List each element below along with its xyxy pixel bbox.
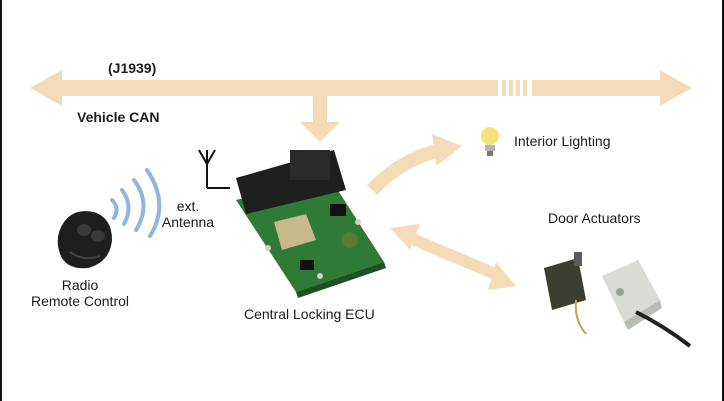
actuator-arrowhead-right [488, 262, 516, 290]
ecu-label: Central Locking ECU [244, 306, 375, 322]
can-bus-arrow [30, 70, 692, 106]
ecu-arrowhead-left [390, 224, 420, 250]
remote-control-label-line-2: Remote Control [30, 293, 130, 309]
ecu-to-lighting-arrow [366, 143, 442, 195]
door-actuators-icon [544, 252, 692, 348]
remote-control-label-line-1: Radio [61, 277, 99, 293]
door-actuators-label: Door Actuators [548, 210, 641, 226]
antenna-label-line-1: ext. [176, 198, 200, 214]
ecu-board-icon [236, 150, 386, 298]
interior-lighting-label: Interior Lighting [514, 133, 611, 149]
remote-control-icon [57, 211, 112, 269]
bus-to-ecu-arrow [300, 96, 340, 142]
ecu-actuators-arrow [407, 232, 503, 282]
light-bulb-icon [481, 127, 499, 156]
remote-control-label: Radio Remote Control [10, 277, 150, 309]
antenna-icon [198, 149, 230, 189]
bus-name-label: Vehicle CAN [77, 109, 160, 125]
ecu-to-lighting-arrowhead [432, 134, 462, 166]
bus-protocol-label: (J1939) [108, 60, 157, 76]
antenna-label-line-2: Antenna [161, 214, 215, 230]
radio-waves-icon [110, 168, 162, 238]
antenna-label: ext. Antenna [158, 198, 218, 230]
